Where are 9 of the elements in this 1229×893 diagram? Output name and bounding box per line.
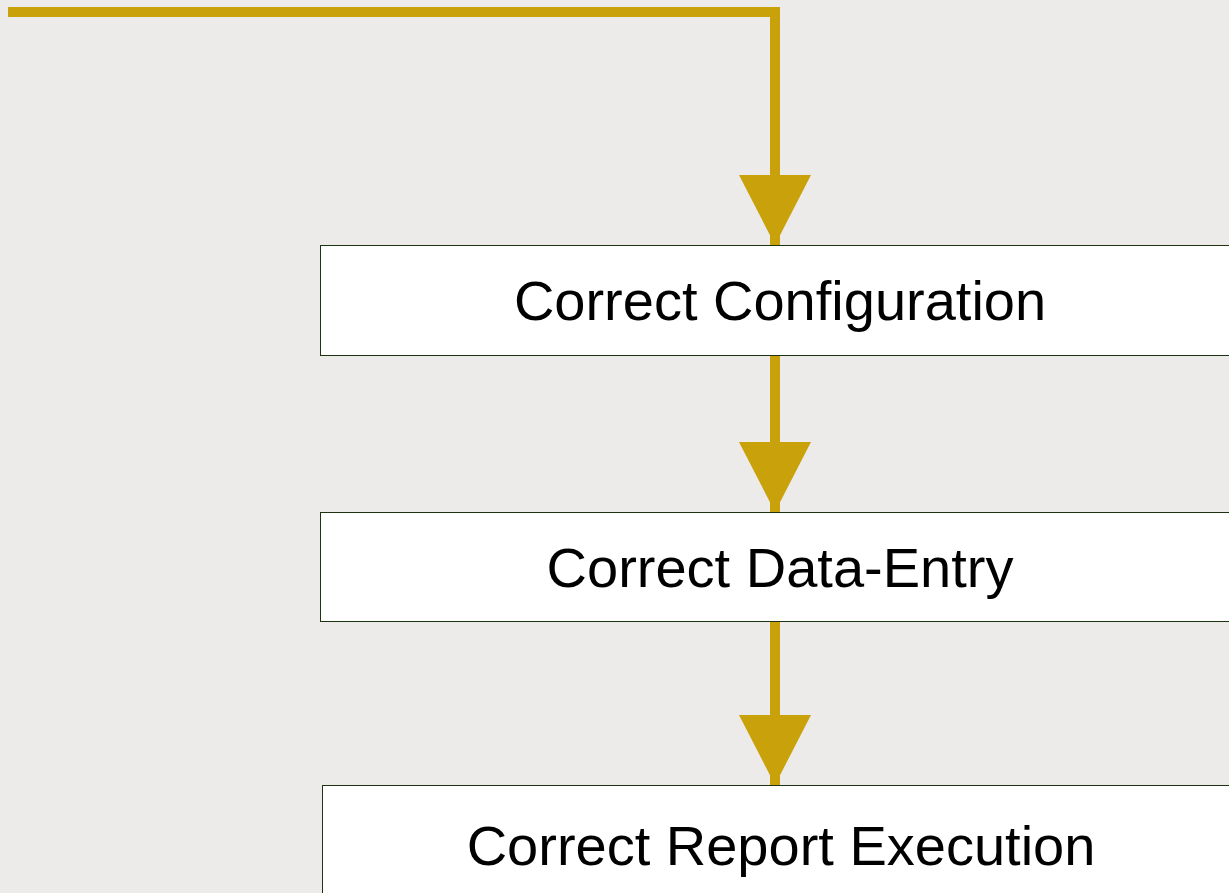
arrow (739, 622, 811, 785)
box-label: Correct Data-Entry (546, 534, 1014, 600)
process-box (320, 245, 1229, 356)
process-box (320, 512, 1229, 622)
box-label: Correct Configuration (513, 268, 1047, 333)
box-label: Correct Report Execution (466, 812, 1096, 878)
arrow (8, 7, 811, 245)
process-box (322, 785, 1229, 893)
arrow (739, 356, 811, 512)
